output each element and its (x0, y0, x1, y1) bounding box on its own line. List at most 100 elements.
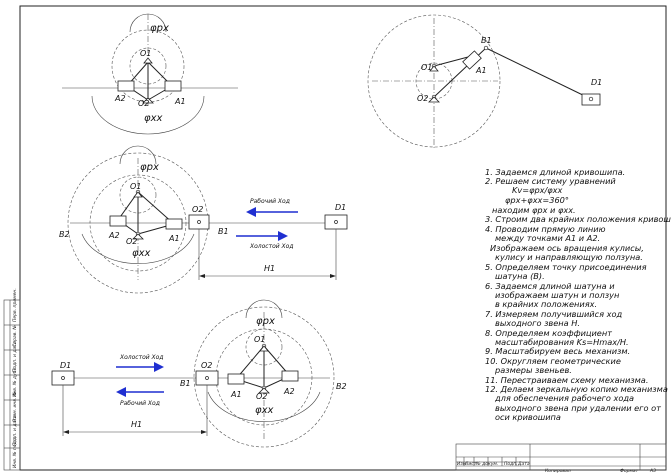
step-line: 5. Определяем точку присоединения (485, 262, 647, 272)
d4-label-a1: A1 (230, 390, 242, 399)
step-line: 8. Определяем коэффициент (485, 328, 612, 338)
side-cell-2: Справ. № (12, 325, 18, 347)
tb-col-doc: № докум. (475, 461, 498, 467)
d4-label-a2: A2 (283, 387, 295, 396)
tb-col-sign: Подп. (504, 461, 518, 467)
d4-h1-label: H1 (131, 420, 142, 429)
step-line: 6. Задаемся длиной шатуна и (485, 281, 615, 291)
d1-label-a2: A2 (114, 94, 126, 103)
tb-col-date: Дата (517, 461, 530, 467)
step-line: выходного звена H. (495, 318, 580, 328)
step-line: изображаем шатун и ползун (495, 290, 620, 300)
frame-side-cells (4, 300, 20, 470)
d4-slider-a2 (281, 370, 299, 382)
step-line: выходного звена при удалении его от (495, 403, 661, 413)
d1-phi-xx: φxx (144, 113, 163, 124)
d2-pivot-d1 (588, 96, 594, 102)
diagram-4: φpx O1 O2 A1 A2 O2 B1 B2 D1 Холостой Ход… (51, 299, 347, 448)
d2-support-o2 (428, 96, 440, 103)
step-line: кулису и направляющую ползуна. (495, 252, 643, 262)
d4-label-b2: B2 (336, 382, 347, 391)
d4-small-circle (245, 328, 283, 366)
d3-label-d1: D1 (335, 203, 346, 212)
d2-label-a1: A1 (475, 66, 487, 75)
step-line: Kv=φpx/φxx (512, 185, 563, 195)
d3-phi-xx-arc (81, 233, 195, 264)
step-line: шатуна (B). (495, 271, 545, 281)
d2-large-circle (367, 14, 501, 148)
d3-h1-arrow-left (199, 274, 205, 278)
d4-h1-arrow-left (63, 430, 69, 434)
tb-format-value: A3 (649, 468, 656, 474)
tb-col-list: Лист (464, 461, 477, 467)
d1-label-a1: A1 (174, 97, 186, 106)
step-line: между точками A1 и A2. (495, 233, 600, 243)
step-line: размеры звеньев. (494, 365, 572, 375)
diagram-1: φpx O1 O2 A2 A1 φxx (62, 13, 238, 135)
step-line: 11. Перестраиваем схему механизма. (485, 375, 648, 385)
steps-list: 1. Задаемся длиной кривошипа. 2. Решаем … (485, 167, 671, 422)
d4-label-d1: D1 (60, 361, 71, 370)
tb-col-izm: Изм. (457, 461, 468, 467)
d3-label-o2: O2 (126, 237, 137, 246)
d3-label-o1: O1 (130, 182, 141, 191)
d1-phi-xx-arc (91, 95, 205, 135)
d4-idle-arrowhead (154, 362, 164, 372)
d2-crank (433, 56, 469, 67)
d4-phi-px: φpx (256, 316, 275, 327)
d3-support-o2 (132, 233, 144, 240)
d3-support-o1 (133, 191, 143, 198)
d3-label-o2-block: O2 (192, 205, 203, 214)
d3-idle-label: Холостой Ход (249, 243, 294, 250)
d1-slider-a1 (164, 80, 182, 92)
d3-slider-a2 (109, 215, 127, 227)
d4-h1-arrow-right (201, 430, 207, 434)
d4-support-o1 (259, 345, 269, 352)
d1-phi-px: φpx (150, 23, 169, 34)
diagram-2: B1 A1 O1 O2 D1 (367, 14, 602, 150)
d2-support-o1 (429, 65, 439, 72)
d4-phi-px-arc (245, 299, 283, 319)
d2-label-b1: B1 (481, 36, 492, 45)
side-cell-1: Перв. примен. (12, 288, 18, 322)
side-cell-3: Подп. и дата (12, 341, 18, 372)
d4-label-o2-block: O2 (201, 361, 212, 370)
step-line: 9. Масштабируем весь механизм. (485, 346, 630, 356)
d3-phi-px-arc (119, 145, 157, 165)
step-line: φpx+φxx=360° (505, 195, 569, 205)
step-line: 7. Измеряем получившийся ход (485, 309, 622, 319)
d3-label-b1: B1 (218, 227, 229, 236)
d4-label-o1: O1 (254, 335, 265, 344)
d3-label-a2: A2 (108, 231, 120, 240)
d4-label-b1: B1 (180, 379, 191, 388)
tb-format-label: Формат (620, 468, 639, 474)
d4-working-label: Рабочий Ход (120, 400, 160, 407)
d2-label-o1: O1 (421, 63, 432, 72)
frame-side-labels: Перв. примен. Справ. № Подп. и дата Инв.… (12, 288, 18, 468)
d4-large-circle (193, 306, 335, 448)
d3-h1-arrow-right (330, 274, 336, 278)
diagram-3: φpx O1 O2 A2 A1 O2 B1 B2 D1 Рабочий Ход … (59, 145, 348, 294)
side-cell-4: Инв. № дубл. (12, 366, 18, 397)
side-cell-6: Подп. и дата (12, 415, 18, 446)
d3-phi-xx: φxx (132, 248, 151, 259)
d1-slider-a2 (117, 80, 135, 92)
d3-mid-circle (89, 174, 187, 272)
d3-label-b2: B2 (59, 230, 70, 239)
d4-support-o2 (258, 387, 270, 394)
d1-label-o1: O1 (140, 49, 151, 58)
d4-slider-a1 (227, 373, 245, 385)
d4-working-arrowhead (116, 387, 126, 397)
d4-phi-xx-arc (207, 391, 321, 422)
d3-pivot-block (197, 220, 201, 224)
step-line: находим φpx и φxx. (492, 205, 576, 215)
d3-idle-arrowhead (278, 231, 288, 241)
d3-small-circle (119, 176, 157, 214)
d4-idle-label: Холостой Ход (119, 354, 164, 361)
d1-support-o1 (143, 57, 153, 64)
d2-pivot-b1 (483, 45, 489, 51)
step-line: масштабирования Ks=Hmax/H. (495, 337, 629, 347)
d3-working-arrowhead (246, 207, 256, 217)
step-line: 4. Проводим прямую линию (485, 224, 606, 234)
step-line: Изображаем ось вращения кулисы, (490, 243, 644, 253)
